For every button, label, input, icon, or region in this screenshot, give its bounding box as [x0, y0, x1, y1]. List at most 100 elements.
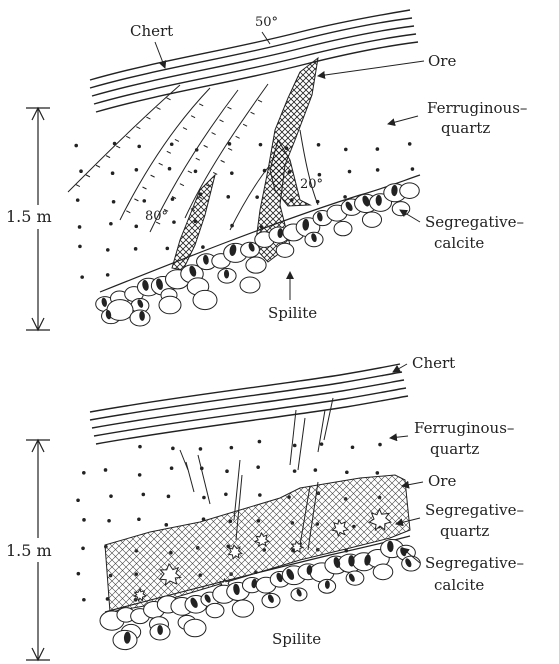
pillow [206, 603, 224, 617]
host-dot [343, 195, 347, 199]
top-label-chert: Chert [130, 22, 173, 40]
joint-tick [258, 100, 262, 102]
host-dot [255, 195, 259, 199]
host-dot [168, 167, 172, 171]
host-dot [230, 446, 234, 450]
host-dot [82, 598, 86, 602]
host-dot [112, 200, 116, 204]
bottom-label-seg-quartz-1: Segregative– [425, 501, 524, 519]
joint-tick [175, 139, 179, 141]
host-dot [258, 440, 262, 444]
joint-tick [227, 107, 231, 109]
host-dot [344, 148, 348, 152]
host-dot [76, 198, 80, 202]
host-dot [351, 445, 355, 449]
host-dot [76, 498, 80, 502]
host-dot [82, 471, 86, 475]
host-dot [171, 447, 175, 451]
joint-tick [228, 148, 232, 150]
host-dot [258, 493, 262, 497]
bottom-label-seg-quartz-2: quartz [440, 522, 489, 540]
calcite-blob [325, 580, 330, 589]
joint-tick [136, 127, 140, 129]
host-dot [320, 442, 324, 446]
host-dot [164, 523, 168, 527]
joint-tick [146, 117, 150, 119]
bottom-scale-label: 1.5 m [6, 541, 52, 560]
joint-tick [167, 151, 171, 153]
host-dot [345, 470, 349, 474]
joint-tick [188, 171, 192, 173]
host-dot [142, 493, 146, 497]
joint-tick [159, 163, 163, 165]
pillow [362, 212, 381, 227]
host-dot [109, 222, 113, 226]
bottom-label-seg-calcite-2: calcite [434, 576, 484, 594]
joint-tick [126, 136, 130, 138]
host-dot [77, 572, 81, 576]
host-dot [81, 546, 85, 550]
joint-tick [167, 98, 171, 100]
host-dot [111, 171, 115, 175]
host-dot [194, 169, 198, 173]
joint-tick [251, 112, 255, 114]
host-dot [199, 447, 203, 451]
pillow [246, 257, 266, 273]
host-dot [172, 220, 176, 224]
pillow [232, 600, 253, 617]
host-dot [317, 143, 321, 147]
top-label-segregative-1: Segregative– [425, 213, 524, 231]
joint-tick [183, 128, 187, 130]
host-dot [224, 493, 228, 497]
host-dot [138, 445, 142, 449]
pillow [240, 277, 260, 293]
joint-tick [151, 175, 155, 177]
joint-tick [204, 145, 208, 147]
host-dot [80, 275, 84, 279]
host-dot [107, 519, 111, 523]
joint-tick [236, 136, 240, 138]
bottom-label-ore: Ore [428, 472, 456, 490]
top-dip-vein-right: 20° [300, 177, 323, 192]
joint-tick [191, 116, 195, 118]
host-dot [135, 168, 139, 172]
host-dot [134, 225, 138, 229]
pillow [276, 243, 294, 257]
top-dip-vein-left: 80° [145, 209, 168, 224]
pillow [193, 290, 217, 309]
host-dot [167, 495, 171, 499]
host-dot [408, 142, 412, 146]
host-dot [79, 169, 83, 173]
top-label-segregative-2: calcite [434, 234, 484, 252]
joint-tick [134, 199, 138, 201]
joint-tick [96, 165, 100, 167]
host-dot [134, 247, 138, 251]
pillow [334, 221, 352, 235]
joint-tick [156, 107, 160, 109]
pillow [184, 619, 206, 637]
joint-tick [180, 184, 184, 186]
host-dot [142, 199, 146, 203]
host-dot [293, 469, 297, 473]
host-dot [137, 517, 141, 521]
pillow [373, 564, 393, 580]
bottom-section: 1.5 m Chert Ferruginous– quartz Ore Segr… [2, 354, 524, 660]
bottom-label-spilite: Spilite [272, 630, 321, 648]
host-dot [166, 247, 170, 251]
host-dot [376, 147, 380, 151]
top-scale-label: 1.5 m [6, 207, 52, 226]
host-dot [348, 170, 352, 174]
joint-tick [212, 133, 216, 135]
joint-tick [221, 160, 225, 162]
host-dot [78, 245, 82, 249]
host-dot [226, 195, 230, 199]
top-spilite-pillows [96, 183, 420, 326]
top-section: 1.5 m Chert 50° Ore Ferruginous– quartz … [2, 10, 527, 330]
pillow [159, 296, 181, 314]
bottom-chert-bed [90, 364, 408, 444]
pillow [400, 183, 420, 199]
top-label-spilite: Spilite [268, 304, 317, 322]
host-dot [225, 469, 229, 473]
host-dot [230, 171, 234, 175]
